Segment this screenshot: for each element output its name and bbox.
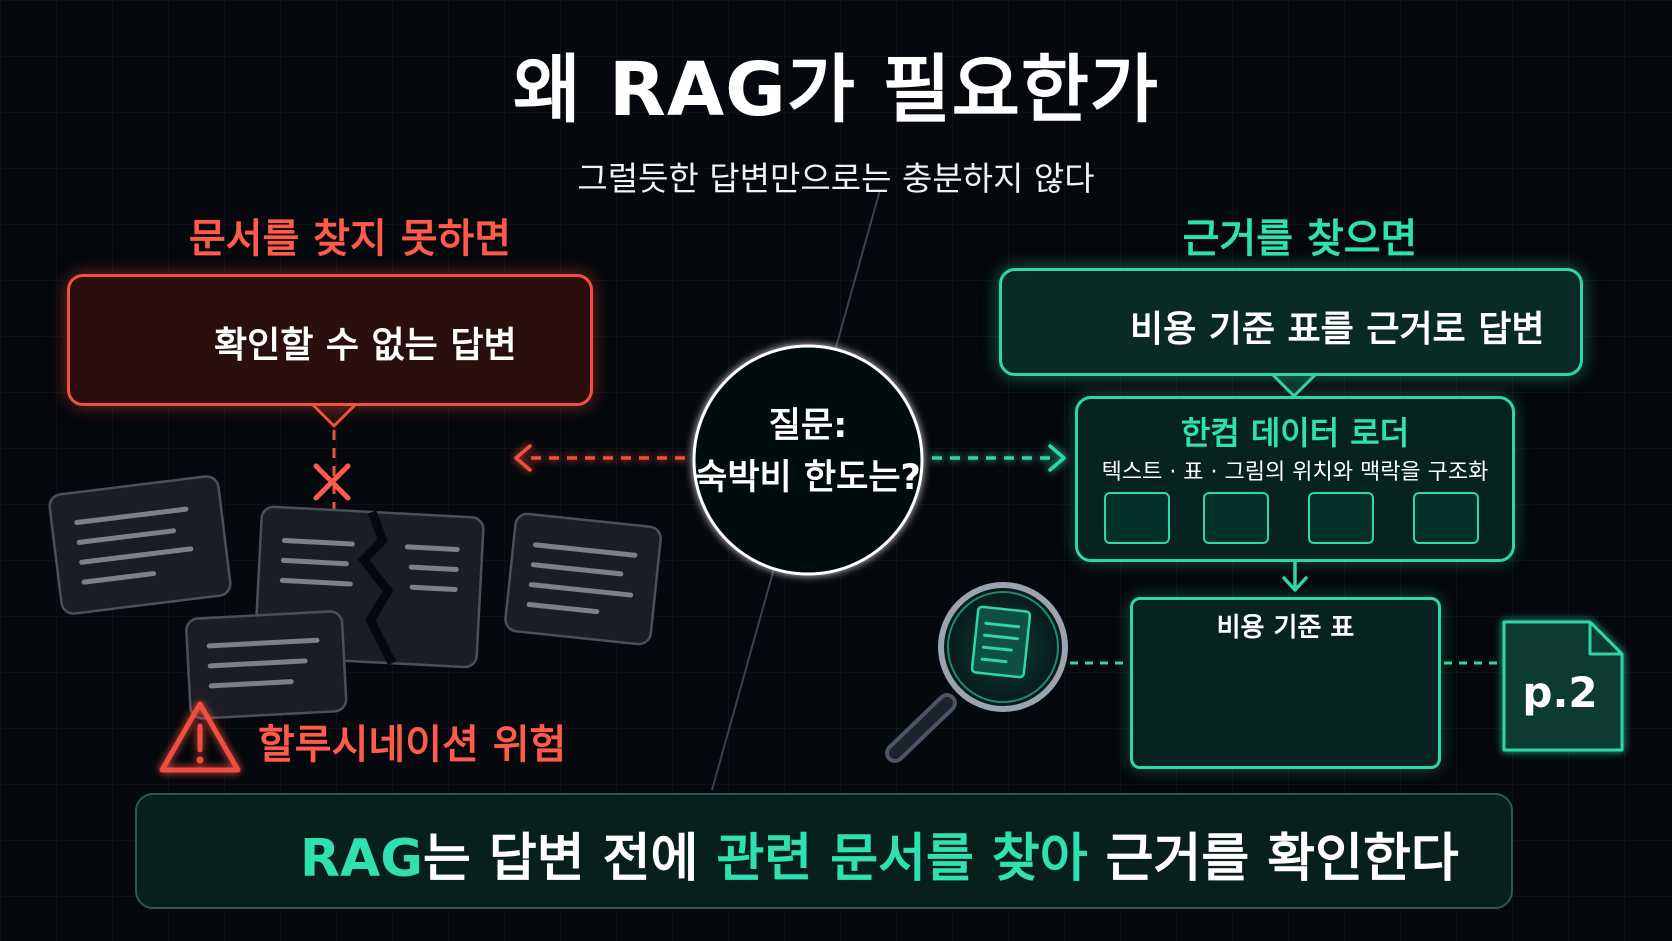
conclusion-rag: RAG bbox=[300, 829, 423, 889]
left-answer-bubble bbox=[67, 274, 593, 406]
location-tile bbox=[1413, 492, 1479, 544]
scattered-doc-card-3 bbox=[504, 512, 662, 646]
cost-table-title: 비용 기준 표 bbox=[1216, 613, 1355, 643]
x-mark-icon bbox=[313, 463, 351, 501]
red-bubble-tail bbox=[310, 402, 358, 428]
arrow-down bbox=[1282, 560, 1308, 592]
question-text: 질문: 숙박비 한도는? bbox=[690, 400, 926, 504]
arrow-to-right bbox=[932, 444, 1066, 472]
cost-table-box bbox=[1130, 597, 1441, 769]
data-loader-subtitle: 텍스트 · 표 · 그림의 위치와 맥락을 구조화 bbox=[1101, 460, 1489, 485]
right-heading: 근거를 찾으면 bbox=[1182, 216, 1418, 262]
right-answer-bubble bbox=[999, 268, 1583, 376]
conclusion-mid: 는 답변 전에 bbox=[422, 829, 717, 889]
conclusion-text: RAG는 답변 전에 관련 문서를 찾아 근거를 확인한다 bbox=[300, 816, 1459, 891]
magnifier-icon bbox=[885, 582, 1068, 763]
text-tile bbox=[1104, 492, 1170, 544]
conclusion-highlight: 관련 문서를 찾아 bbox=[716, 829, 1088, 889]
question-body: 숙박비 한도는? bbox=[695, 458, 921, 498]
page-subtitle: 그럴듯한 답변만으로는 충분하지 않다 bbox=[577, 159, 1095, 198]
left-answer-text: 확인할 수 없는 답변 bbox=[214, 325, 517, 366]
conclusion-end: 근거를 확인한다 bbox=[1087, 829, 1459, 889]
image-tile bbox=[1308, 492, 1374, 544]
green-bubble-tail bbox=[1270, 372, 1318, 398]
arrow-to-left bbox=[514, 444, 685, 472]
question-label: 질문: bbox=[768, 406, 848, 446]
page-title: 왜 RAG가 필요한가 bbox=[513, 47, 1159, 133]
right-answer-text: 비용 기준 표를 근거로 답변 bbox=[1130, 309, 1545, 350]
page-number-label: p.2 bbox=[1522, 668, 1598, 717]
left-heading: 문서를 찾지 못하면 bbox=[188, 216, 512, 262]
scattered-doc-card-1 bbox=[48, 475, 232, 615]
question-circle bbox=[692, 344, 924, 576]
data-loader-title: 한컴 데이터 로더 bbox=[1180, 414, 1410, 452]
table-tile bbox=[1203, 492, 1269, 544]
conclusion-bar bbox=[135, 793, 1513, 909]
warning-icon bbox=[159, 701, 241, 773]
scattered-doc-card-4 bbox=[185, 610, 348, 720]
hallucination-warning-text: 할루시네이션 위험 bbox=[258, 722, 567, 768]
